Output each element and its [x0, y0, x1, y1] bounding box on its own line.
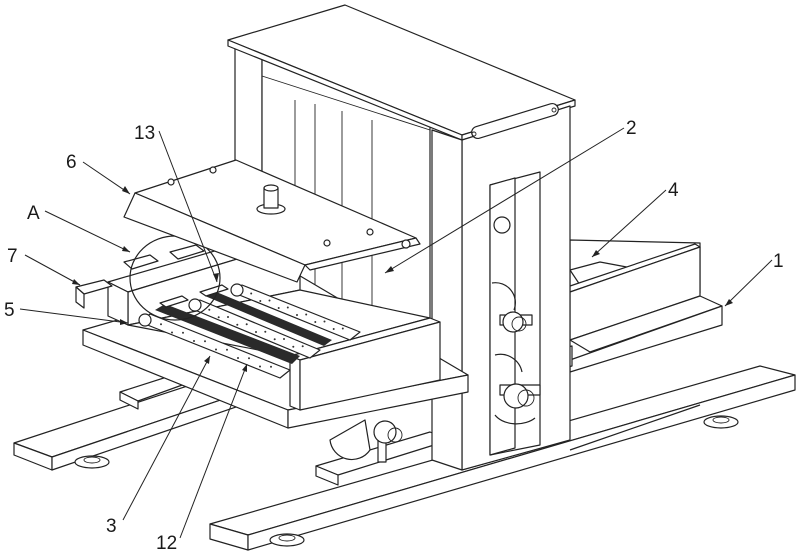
drive-motor: [329, 419, 371, 461]
brush-strip: [205, 291, 332, 346]
perforation-dot: [259, 300, 262, 302]
perforation-dot: [160, 323, 162, 326]
roller-bearing: [138, 313, 152, 327]
leader-line: [24, 254, 81, 286]
perforation-dot: [245, 323, 248, 326]
guide-slider: [169, 244, 205, 260]
roller-shaft-end: [502, 311, 524, 333]
trough-front-wall: [299, 321, 441, 411]
callouts: 13 2 6 A 4 7: [4, 118, 784, 554]
perforation-dot: [268, 299, 271, 302]
leader-line: [724, 259, 773, 307]
perforation-dot: [215, 348, 217, 351]
callout-13: 13: [134, 123, 219, 283]
callout-label: 12: [156, 533, 177, 554]
perforation-dot: [182, 331, 184, 334]
callout-label: 3: [106, 516, 117, 537]
leader-line: [82, 161, 131, 195]
leader-line: [179, 363, 248, 539]
mount-plate: [159, 295, 189, 308]
callout-label: 13: [134, 123, 155, 144]
brush-rollers: [129, 235, 361, 379]
callout-label: 4: [668, 180, 679, 201]
perforation-dot: [217, 316, 220, 319]
perforation-dot: [286, 306, 289, 309]
motor-shaft: [373, 420, 397, 444]
perforation-dot: [255, 331, 257, 333]
callout-1: 1: [724, 251, 784, 307]
perforation-dot: [237, 357, 239, 359]
callout-label: 5: [4, 300, 15, 321]
callout-4: 4: [591, 180, 679, 258]
bolt: [401, 239, 411, 249]
perforation-dot: [296, 314, 298, 316]
leader-line: [158, 130, 218, 283]
callout-6: 6: [66, 152, 131, 195]
callout-label: 1: [773, 251, 784, 272]
perforation-dot: [250, 292, 253, 295]
roller-bearing: [188, 298, 202, 312]
perforation-dot: [305, 313, 308, 316]
perforation-dot: [270, 365, 272, 368]
perforation-dot: [323, 320, 326, 323]
callout-label: 2: [626, 118, 637, 139]
guide-slider: [123, 254, 159, 270]
callout-12: 12: [156, 363, 248, 554]
callout-5: 5: [4, 300, 129, 325]
callout-label: 7: [7, 246, 18, 267]
leader-line: [122, 355, 211, 521]
perforation-dot: [193, 340, 195, 342]
leveling-foot: [74, 455, 110, 469]
roller-shaft-end: [493, 216, 511, 234]
perforation-dot: [259, 365, 261, 368]
callout-3: 3: [106, 355, 211, 537]
perforation-dot: [204, 340, 206, 343]
leader-line: [44, 210, 131, 253]
perforation-dot: [273, 338, 276, 341]
front-column-side: [431, 129, 463, 471]
outlet-channel: [562, 239, 723, 373]
perforation-dot: [171, 331, 173, 334]
perforation-dot: [227, 316, 229, 318]
callout-label: 6: [66, 152, 77, 173]
perforation-dot: [332, 328, 335, 330]
perforation-dot: [292, 345, 295, 348]
perforation-dot: [277, 307, 280, 309]
perforation-dot: [283, 338, 285, 340]
perforation-dot: [301, 345, 304, 348]
front-rail-side: [247, 374, 796, 551]
perforation-dots: [160, 292, 344, 368]
bolt: [366, 228, 374, 236]
perforation-dot: [264, 330, 267, 333]
leader-line: [384, 127, 625, 274]
perforation-dot: [208, 308, 211, 311]
callout-2: 2: [384, 118, 637, 274]
callout-A: A: [27, 203, 131, 253]
perforation-dot: [341, 327, 344, 330]
leader-line: [19, 308, 129, 324]
brush-strip: [155, 304, 300, 364]
callout-label: A: [27, 203, 40, 224]
roller-shaft-end: [503, 383, 529, 409]
bolt: [167, 178, 175, 186]
perforation-dot: [314, 321, 317, 323]
roller-bearing: [230, 283, 244, 297]
leveling-foot: [703, 415, 739, 429]
cover-hood: [123, 159, 421, 283]
perforation-dot: [236, 323, 239, 326]
leader-line: [591, 189, 667, 258]
perforation-dot: [248, 357, 250, 360]
bolt: [323, 239, 331, 247]
leveling-foot: [269, 533, 305, 547]
perforation-dot: [226, 348, 228, 351]
mount-plate: [199, 284, 229, 297]
callout-7: 7: [7, 246, 81, 286]
bolt: [209, 166, 217, 174]
